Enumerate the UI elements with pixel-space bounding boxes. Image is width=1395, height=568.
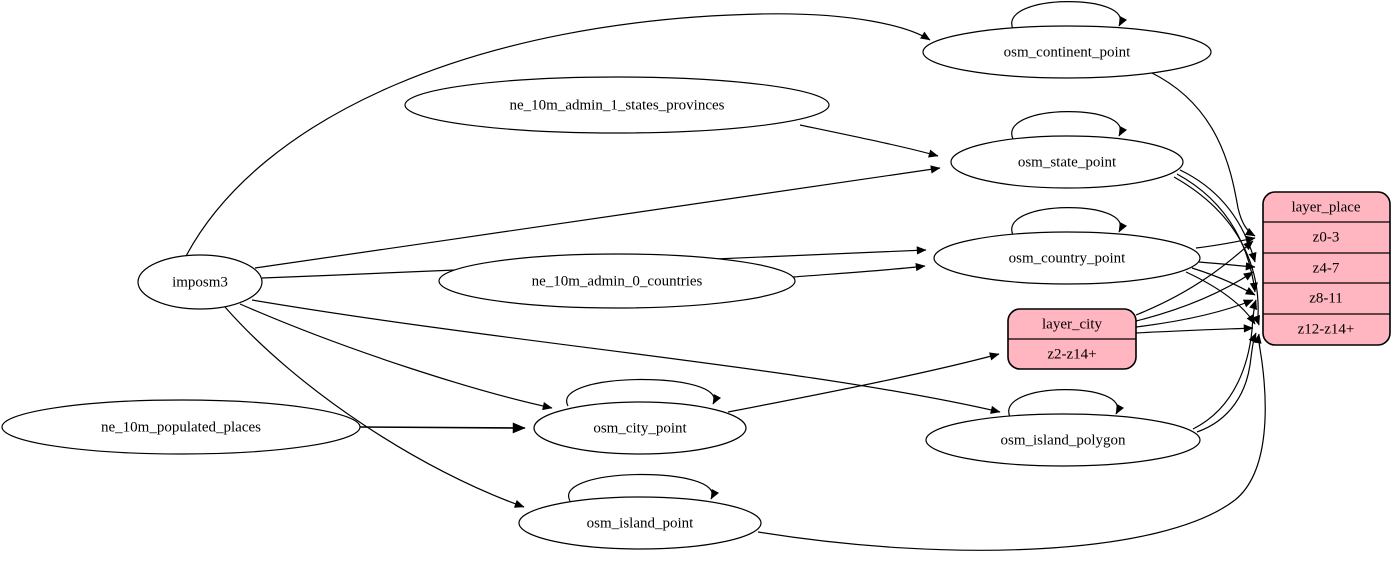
edge-osm-city-point-layer-city (727, 352, 1000, 413)
node-ne-admin0-label: ne_10m_admin_0_countries (532, 273, 703, 289)
node-island-point-label: osm_island_point (587, 515, 695, 531)
node-ne-popplaces-shape (1, 399, 361, 455)
node-osm-island-polygon: osm_island_polygon (925, 413, 1201, 467)
selfloop-osm-island-point (568, 473, 719, 502)
node-ne-10m-admin-0-countries: ne_10m_admin_0_countries (438, 253, 796, 309)
node-island-point-shape (518, 496, 762, 550)
record-layer-city-title: layer_city (1042, 316, 1102, 332)
node-imposm3-shape (137, 254, 263, 310)
edge-layer-city-z0-3 (1135, 240, 1254, 316)
selfloop-osm-state-point (1011, 111, 1127, 140)
node-osm-continent-point: osm_continent_point (922, 25, 1212, 79)
node-city-label: osm_city_point (593, 420, 687, 436)
record-layer-place-row-z8-11: z8-11 (1309, 290, 1343, 306)
node-continent-shape (922, 25, 1212, 79)
node-island-polygon-shape (925, 413, 1201, 467)
edge-osm-country-point-z0-3 (1195, 235, 1256, 249)
edge-osm-island-polygon-z12-z14 (1196, 332, 1257, 433)
node-continent-label: osm_continent_point (1004, 44, 1131, 60)
node-ne-10m-populated-places: ne_10m_populated_places (1, 399, 361, 455)
record-layer-city: layer_city z2-z14+ (1007, 308, 1137, 370)
record-layer-city-row-z2-z14: z2-z14+ (1047, 346, 1096, 362)
node-ne-popplaces-label: ne_10m_populated_places (101, 419, 261, 435)
node-osm-city-point: osm_city_point (533, 401, 747, 455)
edge-imposm3-osm-city-point (239, 303, 553, 411)
edge-osm-island-point-z12-z14 (757, 333, 1266, 551)
edge-osm-state-point-z12-z14 (1173, 176, 1260, 326)
edge-layer-city-z12-z14 (1135, 324, 1254, 334)
record-layer-place-row-z4-7: z4-7 (1313, 260, 1340, 276)
edge-osm-continent-point-z0-3 (1149, 71, 1256, 237)
edge-osm-country-point-z12-z14 (1185, 271, 1256, 325)
edge-ne-admin0-osm-country-point (792, 263, 926, 278)
node-country-shape (933, 231, 1201, 285)
edge-layer-city-z4-7 (1135, 271, 1254, 322)
node-ne-admin0-shape (438, 253, 796, 309)
record-layer-place-box (1262, 191, 1391, 346)
edge-osm-country-point-z8-11 (1191, 267, 1256, 296)
node-ne-admin1-label: ne_10m_admin_1_states_provinces (510, 97, 725, 113)
selfloop-osm-continent-point (1011, 1, 1127, 30)
edge-ne-popplaces-osm-city-point (359, 422, 526, 434)
node-island-polygon-label: osm_island_polygon (1000, 432, 1126, 448)
node-osm-island-point: osm_island_point (518, 496, 762, 550)
selfloop-osm-city-point (566, 378, 721, 407)
edge-layer-city-z8-11 (1135, 299, 1254, 328)
record-layer-place-row-z12-z14: z12-z14+ (1298, 321, 1355, 337)
node-imposm3: imposm3 (137, 254, 263, 310)
edges (184, 1, 1266, 551)
node-state-label: osm_state_point (1018, 154, 1117, 170)
edge-osm-state-point-z4-7 (1179, 169, 1257, 263)
edge-imposm3-osm-island-point (224, 306, 525, 508)
node-state-shape (950, 135, 1184, 189)
record-layer-place-title: layer_place (1291, 199, 1360, 215)
record-layer-place: layer_place z0-3 z4-7 z8-11 z12-z14+ (1262, 191, 1391, 346)
node-osm-country-point: osm_country_point (933, 231, 1201, 285)
node-imposm3-label: imposm3 (172, 274, 228, 290)
node-ne-admin1-shape (404, 76, 830, 134)
node-ne-10m-admin-1-states-provinces: ne_10m_admin_1_states_provinces (404, 76, 830, 134)
edge-imposm3-osm-island-polygon (251, 299, 1001, 414)
edge-osm-island-polygon-z8-11 (1192, 299, 1257, 430)
node-country-label: osm_country_point (1009, 250, 1126, 266)
selfloop-osm-country-point (1011, 207, 1127, 236)
selfloop-osm-island-polygon (1008, 389, 1124, 418)
edge-imposm3-osm-state-point (254, 165, 941, 269)
record-layer-place-row-z0-3: z0-3 (1313, 229, 1340, 245)
edge-ne-admin1-osm-state-point (799, 124, 939, 158)
node-city-shape (533, 401, 747, 455)
node-osm-state-point: osm_state_point (950, 135, 1184, 189)
edge-osm-state-point-z8-11 (1176, 173, 1258, 293)
edge-imposm3-osm-continent-point (184, 13, 931, 259)
